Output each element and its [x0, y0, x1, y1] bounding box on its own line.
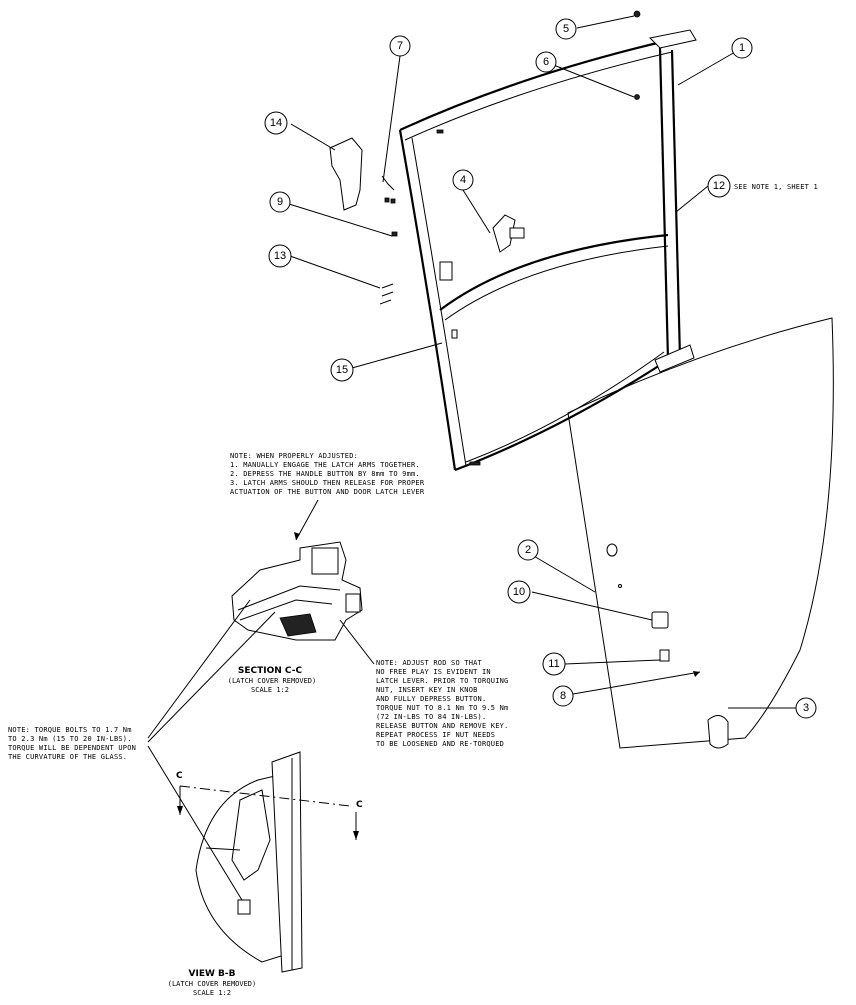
note-line: LATCH LEVER. PRIOR TO TORQUING — [376, 677, 508, 685]
balloon-15: 15 — [330, 358, 354, 382]
section-marker-right: C — [356, 800, 363, 810]
balloon-8: 8 — [552, 685, 574, 707]
balloon-3: 3 — [795, 697, 817, 719]
note-line: REPEAT PROCESS IF NUT NEEDS — [376, 731, 495, 739]
balloon-13: 13 — [268, 244, 292, 268]
note-line: 2. DEPRESS THE HANDLE BUTTON BY 8mm TO 9… — [230, 470, 420, 478]
balloon-1: 1 — [731, 37, 753, 59]
note-line: AND FULLY DEPRESS BUTTON. — [376, 695, 486, 703]
balloon-label: 4 — [460, 174, 466, 186]
balloon-label: 2 — [525, 544, 531, 556]
view-bb-subtitle: (LATCH COVER REMOVED) — [168, 980, 257, 988]
balloon-5: 5 — [555, 18, 577, 40]
note-line: NOTE: ADJUST ROD SO THAT — [376, 659, 483, 667]
note-line: 3. LATCH ARMS SHOULD THEN RELEASE FOR PR… — [230, 479, 425, 487]
note-line: RELEASE BUTTON AND REMOVE KEY. — [376, 722, 508, 730]
balloon-callouts: 1 2 3 4 5 6 7 8 — [264, 15, 817, 719]
note-line: TO BE LOOSENED AND RE-TORQUED — [376, 740, 504, 748]
balloon-7: 7 — [389, 35, 411, 57]
balloon-4: 4 — [452, 169, 474, 191]
balloon-label: 8 — [560, 690, 566, 702]
loose-parts — [329, 10, 641, 305]
balloon-label: 14 — [270, 117, 282, 129]
note-line: NOTE: TORQUE BOLTS TO 1.7 Nm — [8, 726, 132, 734]
note-line: NO FREE PLAY IS EVIDENT IN — [376, 668, 491, 676]
note-line: TORQUE NUT TO 8.1 Nm TO 9.5 Nm — [376, 704, 508, 712]
section-cc-view: SECTION C-C (LATCH COVER REMOVED) SCALE … — [228, 541, 363, 694]
balloon-label: 15 — [336, 364, 348, 376]
section-cc-scale: SCALE 1:2 — [251, 686, 289, 694]
note-line: 1. MANUALLY ENGAGE THE LATCH ARMS TOGETH… — [230, 461, 420, 469]
balloon-label: 5 — [563, 23, 569, 35]
section-marker-left: C — [176, 771, 183, 781]
balloon-11: 11 — [542, 652, 566, 676]
balloon-14: 14 — [264, 111, 288, 135]
rod-adjust-note: NOTE: ADJUST ROD SO THAT NO FREE PLAY IS… — [339, 619, 508, 748]
latch-adjust-note: NOTE: WHEN PROPERLY ADJUSTED: 1. MANUALL… — [230, 452, 425, 541]
balloon-label: 9 — [277, 196, 283, 208]
balloon-label: 12 — [713, 180, 725, 192]
balloon-label: 6 — [543, 56, 549, 68]
balloon-2: 2 — [517, 539, 539, 561]
note-line: TORQUE WILL BE DEPENDENT UPON — [8, 744, 136, 752]
view-bb-scale: SCALE 1:2 — [193, 989, 231, 997]
door-frame — [398, 29, 697, 472]
view-bb-title: VIEW B-B — [189, 969, 236, 979]
note-line: TO 2.3 Nm (15 TO 20 IN-LBS). — [8, 735, 132, 743]
torque-bolts-note: NOTE: TORQUE BOLTS TO 1.7 Nm TO 2.3 Nm (… — [8, 599, 276, 906]
balloon-6: 6 — [535, 51, 557, 73]
note-line: (72 IN-LBS TO 84 IN-LBS). — [376, 713, 486, 721]
note-line: NOTE: WHEN PROPERLY ADJUSTED: — [230, 452, 358, 460]
balloon-label: 13 — [274, 250, 286, 262]
door-glass — [567, 317, 834, 749]
balloon-label: 10 — [513, 586, 525, 598]
balloon-10: 10 — [507, 580, 531, 604]
balloon-label: 11 — [548, 658, 559, 670]
note-line: NUT, INSERT KEY IN KNOB — [376, 686, 478, 694]
section-cc-title: SECTION C-C — [238, 666, 303, 676]
note-12-text: SEE NOTE 1, SHEET 1 — [734, 183, 818, 191]
section-cc-subtitle: (LATCH COVER REMOVED) — [228, 677, 317, 685]
note-line: ACTUATION OF THE BUTTON AND DOOR LATCH L… — [230, 488, 425, 496]
balloon-label: 3 — [803, 702, 809, 714]
balloon-12: 12 — [707, 174, 731, 198]
balloon-label: 7 — [397, 40, 403, 52]
balloon-9: 9 — [269, 191, 291, 213]
balloon-label: 1 — [739, 42, 745, 54]
view-bb-detail: C C VIEW B-B (LATCH COVER REMOVED) SCALE… — [168, 751, 363, 997]
note-line: THE CURVATURE OF THE GLASS. — [8, 753, 127, 761]
